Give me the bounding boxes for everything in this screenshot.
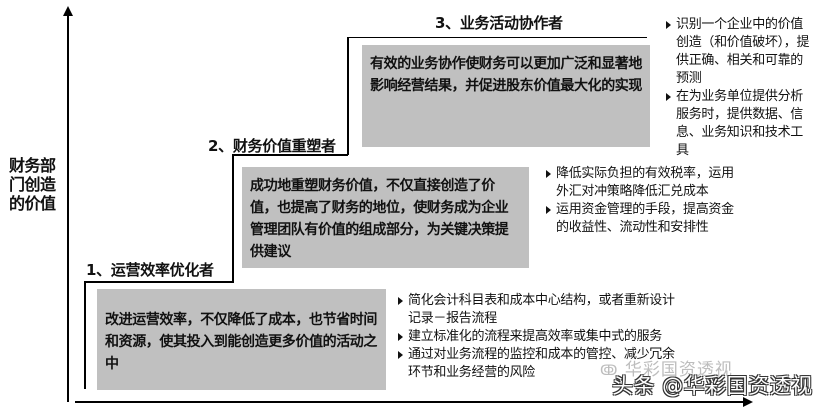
bullet-triangle-icon [546,170,551,178]
x-axis-arrow-icon [743,397,753,407]
x-axis [75,401,745,403]
step2-vertical-line [232,154,234,282]
step3-horizontal-line [347,37,647,38]
y-axis-label-line: 的价值 [9,194,56,213]
step3-description: 有效的业务协作使财务可以更加广泛和显著地影响经营结果，并促进股东价值最大化的实现 [370,56,642,94]
bullet-item: 通过对业务流程的监控和成本的管控、减少冗余环节和业务经营的风险 [397,346,687,382]
step1-description: 改进运营效率，不仅降低了成本，也节省时间和资源，使其投入到能创造更多价值的活动之… [105,312,377,372]
y-axis-label: 财务部 门创造 的价值 [9,156,61,213]
step2-bullet-list: 降低实际负担的有效税率，运用外汇对冲策略降低汇兑成本 运用资金管理的手段，提高资… [545,165,735,237]
y-axis-arrow-icon [63,6,73,16]
step1-horizontal-line [84,281,234,283]
bullet-item: 识别一个企业中的价值创造（和价值破坏），提供正确、相关和可靠的预测 [665,16,813,88]
step3-title: 3、业务活动协作者 [435,14,563,32]
watermark-main: 头条 @华彩国资透视 [612,374,813,398]
step1-bullet-list: 简化会计科目表和成本中心结构，或者重新设计记录－报告流程 建立标准化的流程来提高… [397,292,687,382]
step2-title: 2、财务价值重塑者 [208,137,336,155]
y-axis-label-line: 财务部 [9,156,56,175]
bullet-item: 简化会计科目表和成本中心结构，或者重新设计记录－报告流程 [397,292,687,328]
bullet-triangle-icon [398,351,403,359]
y-axis [67,14,69,402]
y-axis-label-line: 门创造 [9,175,56,194]
bullet-item: 在为业务单位提供分析服务时，提供数据、信息、业务知识和技术工具 [665,88,813,160]
step1-title: 1、运营效率优化者 [86,261,214,279]
bullet-triangle-icon [398,333,403,341]
bullet-triangle-icon [546,206,551,214]
bullet-item: 运用资金管理的手段，提高资金的收益性、流动性和安排性 [545,201,735,237]
swirl-logo-icon: ↂ [600,363,619,379]
step2-description-box: 成功地重塑财务价值，不仅直接创造了价值，也提高了财务的地位，使财务成为企业管理团… [242,167,529,268]
step3-bullet-list: 识别一个企业中的价值创造（和价值破坏），提供正确、相关和可靠的预测 在为业务单位… [665,16,813,160]
step1-description-box: 改进运营效率，不仅降低了成本，也节省时间和资源，使其投入到能创造更多价值的活动之… [97,289,386,390]
step2-description: 成功地重塑财务价值，不仅直接创造了价值，也提高了财务的地位，使财务成为企业管理团… [250,178,509,260]
bullet-item: 建立标准化的流程来提高效率或集中式的服务 [397,328,687,346]
step1-vertical-line [84,281,86,389]
bullet-item: 降低实际负担的有效税率，运用外汇对冲策略降低汇兑成本 [545,165,735,201]
step2-horizontal-line [232,154,348,156]
bullet-triangle-icon [666,21,671,29]
step3-description-box: 有效的业务协作使财务可以更加广泛和显著地影响经营结果，并促进股东价值最大化的实现 [362,45,650,147]
bullet-triangle-icon [398,297,403,305]
watermark-faint: ↂ 华彩国资透视 [600,360,733,380]
step3-vertical-line [347,37,349,155]
bullet-triangle-icon [666,93,671,101]
